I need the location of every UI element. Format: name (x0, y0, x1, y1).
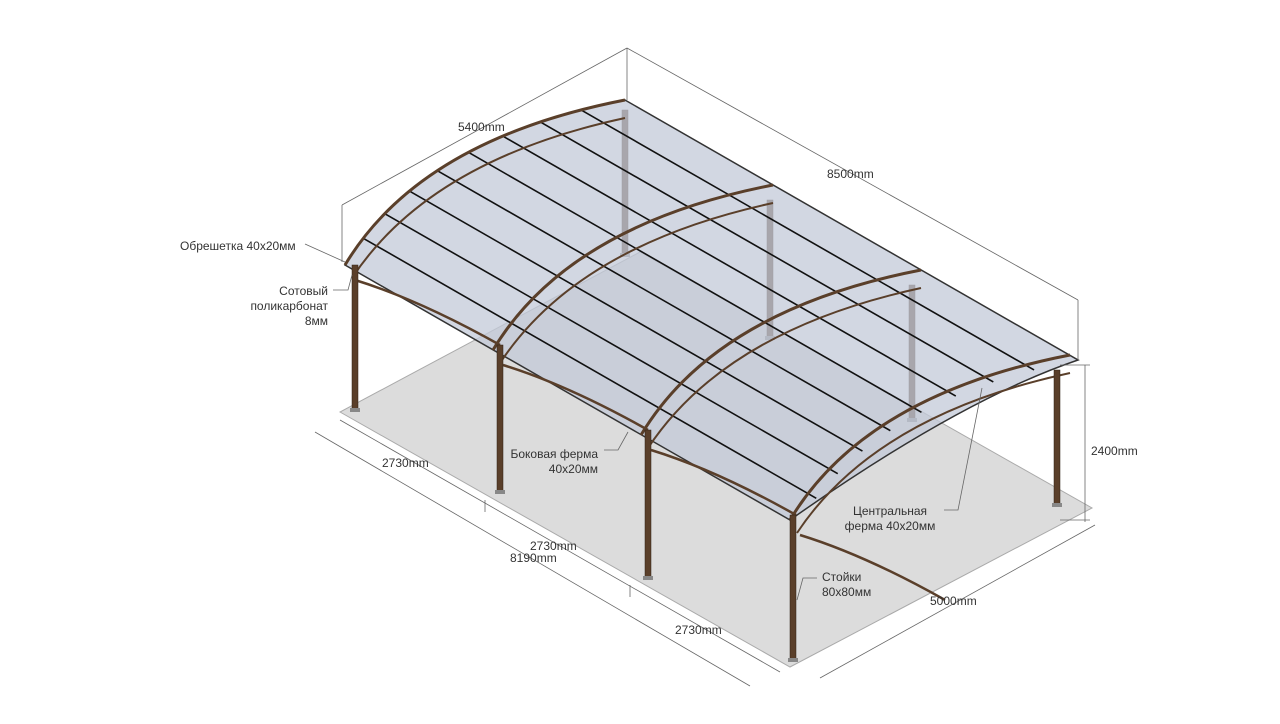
purlin (580, 109, 1035, 371)
truss-top-chord (343, 98, 626, 266)
purlin (384, 212, 839, 475)
dim-bay-3: 2730mm (675, 623, 722, 637)
dim-bay-2: 2730mm (530, 539, 577, 553)
purlin (539, 121, 994, 383)
purlin (436, 169, 891, 432)
purlin (468, 151, 922, 414)
lathing-purlins (362, 109, 1035, 499)
callout-posts-line2: 80х80мм (822, 585, 872, 599)
callout-polycarbonate: Сотовый поликарбонат 8мм (230, 284, 328, 329)
post-base-plate (495, 490, 505, 494)
side-truss (799, 533, 946, 602)
post-base-plate (643, 576, 653, 580)
posts-front (350, 264, 1062, 662)
truss-top-chord (788, 353, 1071, 521)
purlin (362, 237, 817, 499)
truss-bottom-chord (351, 117, 626, 279)
post-base-plate (788, 658, 798, 662)
post (1053, 369, 1061, 506)
dim-roof-length: 8500mm (827, 167, 874, 181)
callout-side-truss-line2: 40х20мм (548, 462, 598, 476)
dim-height: 2400mm (1091, 444, 1138, 458)
callout-polycarbonate-line2: поликарбонат (250, 299, 328, 313)
dim-bay-1: 2730mm (382, 456, 429, 470)
dimension-lines (304, 47, 1096, 687)
callout-central-truss-line2: ферма 40х20мм (844, 519, 936, 533)
post (351, 264, 359, 411)
callout-posts-line1: Стойки (822, 570, 862, 584)
dim-roof-width: 5400mm (458, 120, 505, 134)
truss-bottom-chord (796, 372, 1071, 534)
purlin (502, 135, 957, 397)
purlin (409, 190, 863, 452)
callout-central-truss: Центральная ферма 40х20мм (840, 504, 940, 534)
callout-polycarbonate-line1: Сотовый (279, 284, 328, 298)
post (644, 429, 652, 579)
post-base-plate (350, 408, 360, 412)
callout-side-truss-line1: Боковая ферма (510, 447, 599, 461)
callout-posts: Стойки 80х80мм (822, 570, 871, 600)
callout-central-truss-line1: Центральная (852, 504, 928, 518)
truss-top-chord (491, 183, 774, 351)
side-truss (650, 448, 797, 517)
side-truss (502, 363, 649, 432)
post (789, 514, 797, 661)
callout-polycarbonate-line3: 8мм (304, 314, 328, 328)
dim-total-length: 8190mm (510, 551, 557, 565)
side-truss (354, 278, 501, 347)
trusses (343, 98, 1071, 602)
callout-lathing: Обрешетка 40х20мм (180, 239, 296, 253)
truss-bottom-chord (499, 202, 774, 364)
truss-bottom-chord (647, 287, 922, 449)
dim-base-width: 5000mm (930, 594, 977, 608)
callout-side-truss: Боковая ферма 40х20мм (490, 447, 599, 477)
truss-top-chord (639, 268, 922, 436)
post-base-plate (1052, 503, 1062, 507)
